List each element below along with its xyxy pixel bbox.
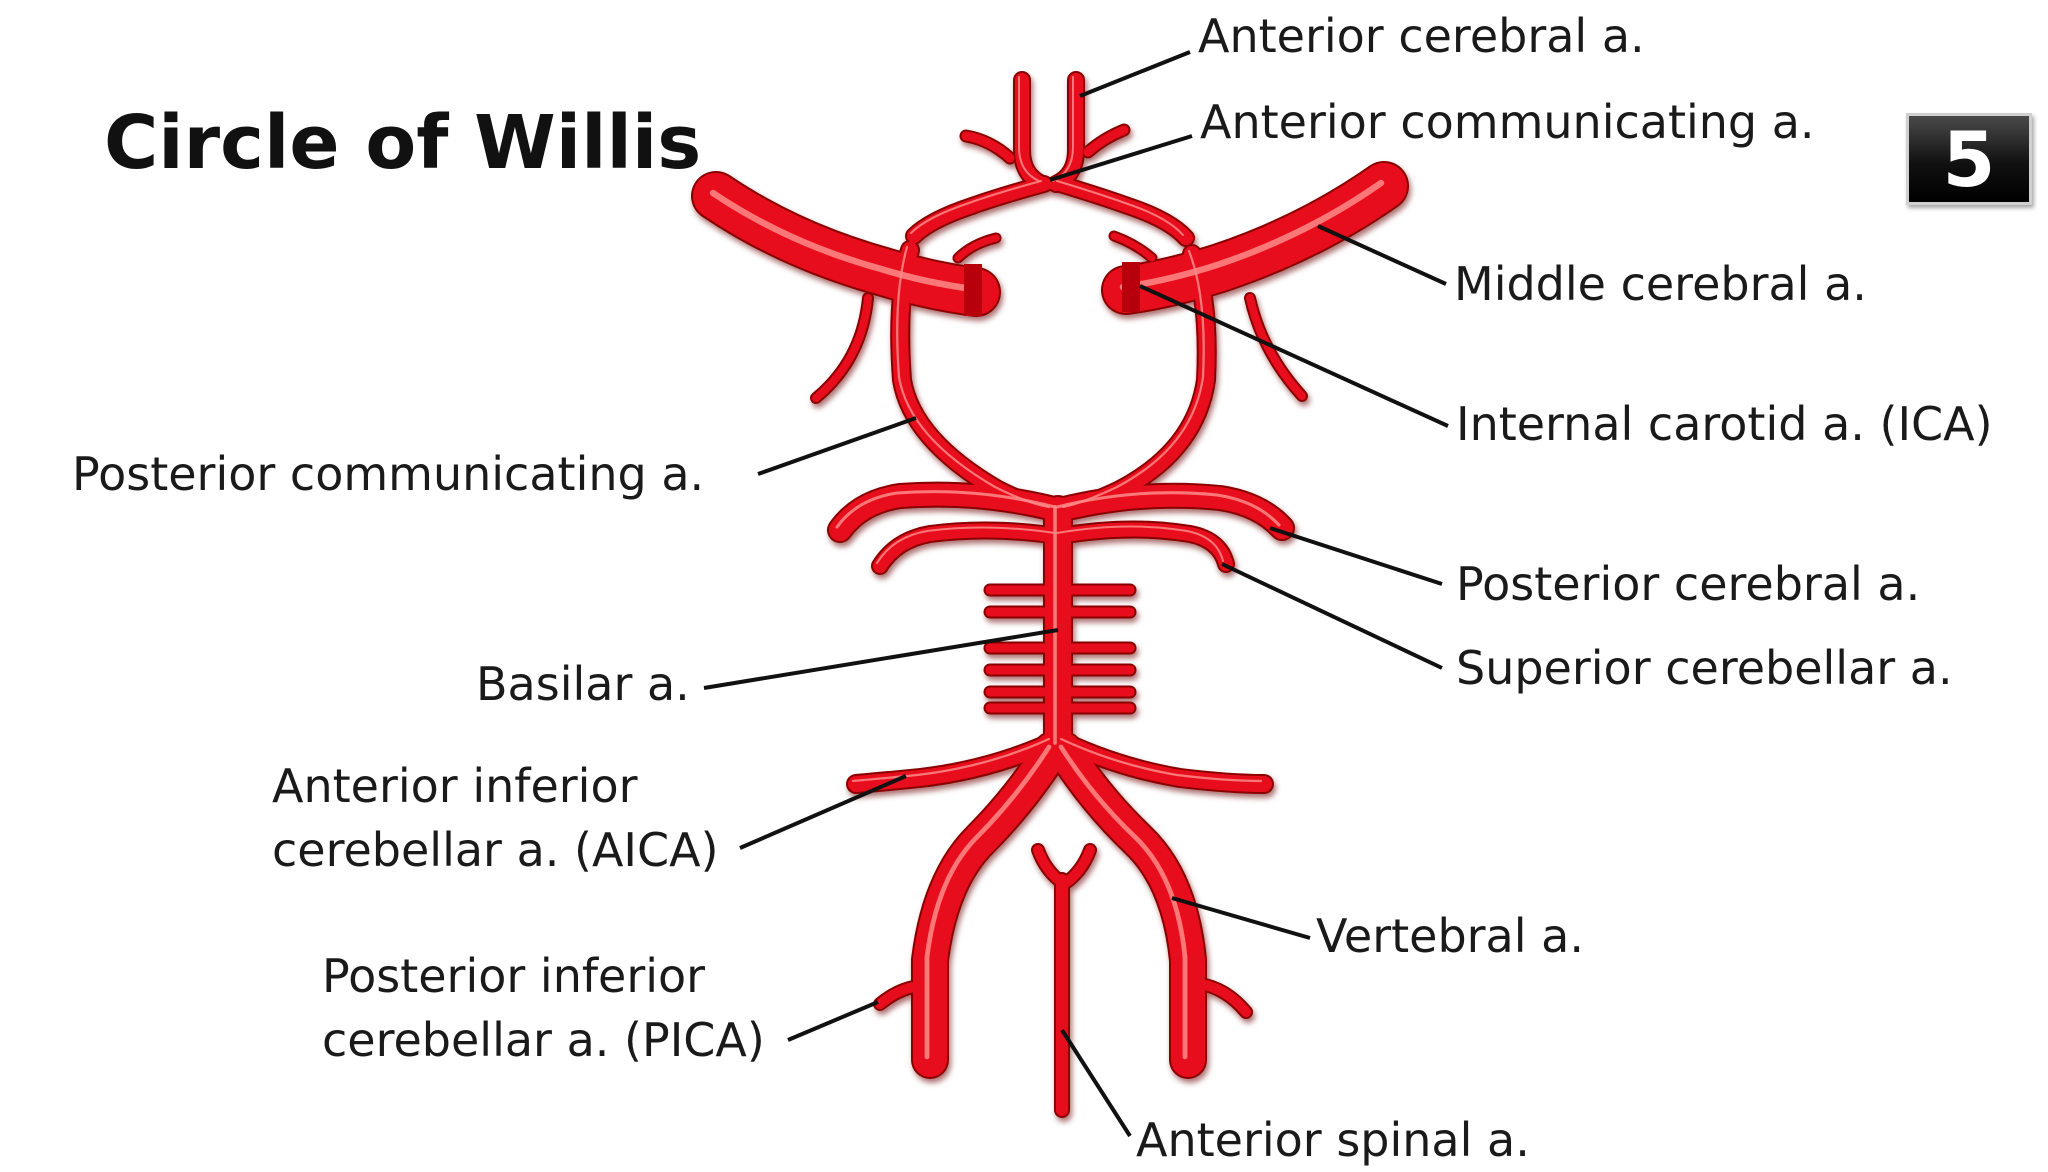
leader-vertebral: [1171, 896, 1311, 940]
leader-anterior-spinal: [1060, 1028, 1132, 1138]
label-vertebral: Vertebral a.: [1316, 909, 1584, 963]
leader-posterior-cerebral: [1269, 526, 1443, 586]
middle-cerebral-right-highlight: [1119, 179, 1385, 291]
leader-superior-cerebellar: [1221, 562, 1443, 670]
anterior-cerebral-branch-right: [1083, 125, 1129, 157]
aca-to-ica-right: [1053, 177, 1193, 245]
aca-to-ica-left-highlight: [910, 180, 1042, 234]
label-middle-cerebral: Middle cerebral a.: [1454, 257, 1867, 311]
label-anterior-communicating: Anterior communicating a.: [1200, 95, 1815, 149]
arteries: [691, 71, 1409, 1118]
label-internal-carotid: Internal carotid a. (ICA): [1456, 397, 1993, 451]
vertebral-left: [913, 733, 1069, 1077]
label-aica-line2: cerebellar a. (AICA): [272, 823, 719, 877]
vertebral-left-highlight: [924, 744, 1052, 1060]
superior-cerebellar-left: [873, 523, 1065, 573]
label-pica-line2: cerebellar a. (PICA): [322, 1013, 765, 1067]
ica-small-left: [954, 234, 1000, 262]
slide-number-badge: 5: [1906, 113, 2032, 205]
leader-anterior-communicating: [1049, 134, 1193, 182]
page-title: Circle of Willis: [104, 100, 702, 186]
leader-lines: [703, 50, 1449, 1138]
anterior-cerebral-left-highlight: [1018, 76, 1040, 182]
label-posterior-communicating: Posterior communicating a.: [72, 447, 705, 501]
middle-cerebral-left-highlight: [709, 189, 977, 293]
pica-left: [875, 981, 929, 1009]
anterior-cerebral-branch-left: [961, 131, 1015, 163]
aica-right-highlight: [1059, 737, 1263, 783]
vertebral-right-highlight: [1058, 744, 1188, 1060]
middle-cerebral-right: [1103, 163, 1407, 313]
aca-to-ica-right-highlight: [1056, 180, 1184, 236]
posterior-communicating-right-highlight: [1061, 249, 1205, 509]
leader-aica: [739, 774, 907, 850]
label-pica-line1: Posterior inferior: [322, 949, 706, 1003]
label-posterior-cerebral: Posterior cerebral a.: [1456, 557, 1921, 611]
label-basilar: Basilar a.: [476, 657, 690, 711]
aica-right: [1056, 734, 1272, 792]
label-anterior-cerebral: Anterior cerebral a.: [1198, 9, 1645, 63]
mca-sidebranch-left: [812, 294, 872, 402]
aica-left: [848, 734, 1060, 792]
label-aica-line1: Anterior inferior: [272, 759, 638, 813]
superior-cerebellar-left-highlight: [876, 526, 1056, 564]
leader-basilar: [703, 628, 1059, 690]
posterior-cerebral-left: [829, 483, 1069, 541]
leader-anterior-cerebral: [1079, 50, 1191, 98]
posterior-cerebral-right-highlight: [1055, 491, 1281, 527]
label-anterior-spinal: Anterior spinal a.: [1136, 1113, 1530, 1167]
leader-middle-cerebral: [1317, 224, 1447, 286]
mca-right-cut-face: [1122, 262, 1140, 312]
leader-pica: [787, 1000, 879, 1042]
label-superior-cerebellar: Superior cerebellar a.: [1456, 641, 1953, 695]
spinal-connector-right: [1059, 845, 1095, 889]
mca-sidebranch-left-outline: [810, 292, 874, 404]
leader-internal-carotid: [1139, 284, 1449, 428]
leader-posterior-communicating: [757, 416, 917, 476]
pica-right: [1195, 979, 1251, 1017]
mca-sidebranch-right: [1246, 294, 1306, 400]
posterior-cerebral-left-highlight: [835, 490, 1057, 529]
superior-cerebellar-right-highlight: [1056, 525, 1224, 562]
aca-to-ica-left: [907, 177, 1051, 243]
aica-left-highlight: [851, 737, 1051, 783]
mca-left-cut-face: [964, 264, 982, 316]
ica-small-right: [1110, 232, 1156, 262]
